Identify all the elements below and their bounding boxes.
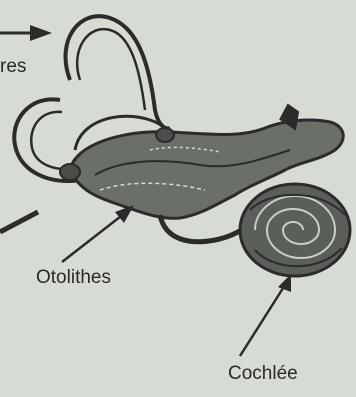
arrow-cochlea	[240, 274, 291, 356]
label-otoliths: Otolithes	[36, 268, 111, 287]
label-cochlea: Cochlée	[228, 364, 298, 383]
pointer-left	[0, 212, 38, 232]
cochlea	[240, 184, 350, 276]
arrow-canals	[0, 25, 52, 41]
label-canals-partial: res	[0, 57, 26, 76]
arrow-otoliths	[62, 205, 134, 262]
